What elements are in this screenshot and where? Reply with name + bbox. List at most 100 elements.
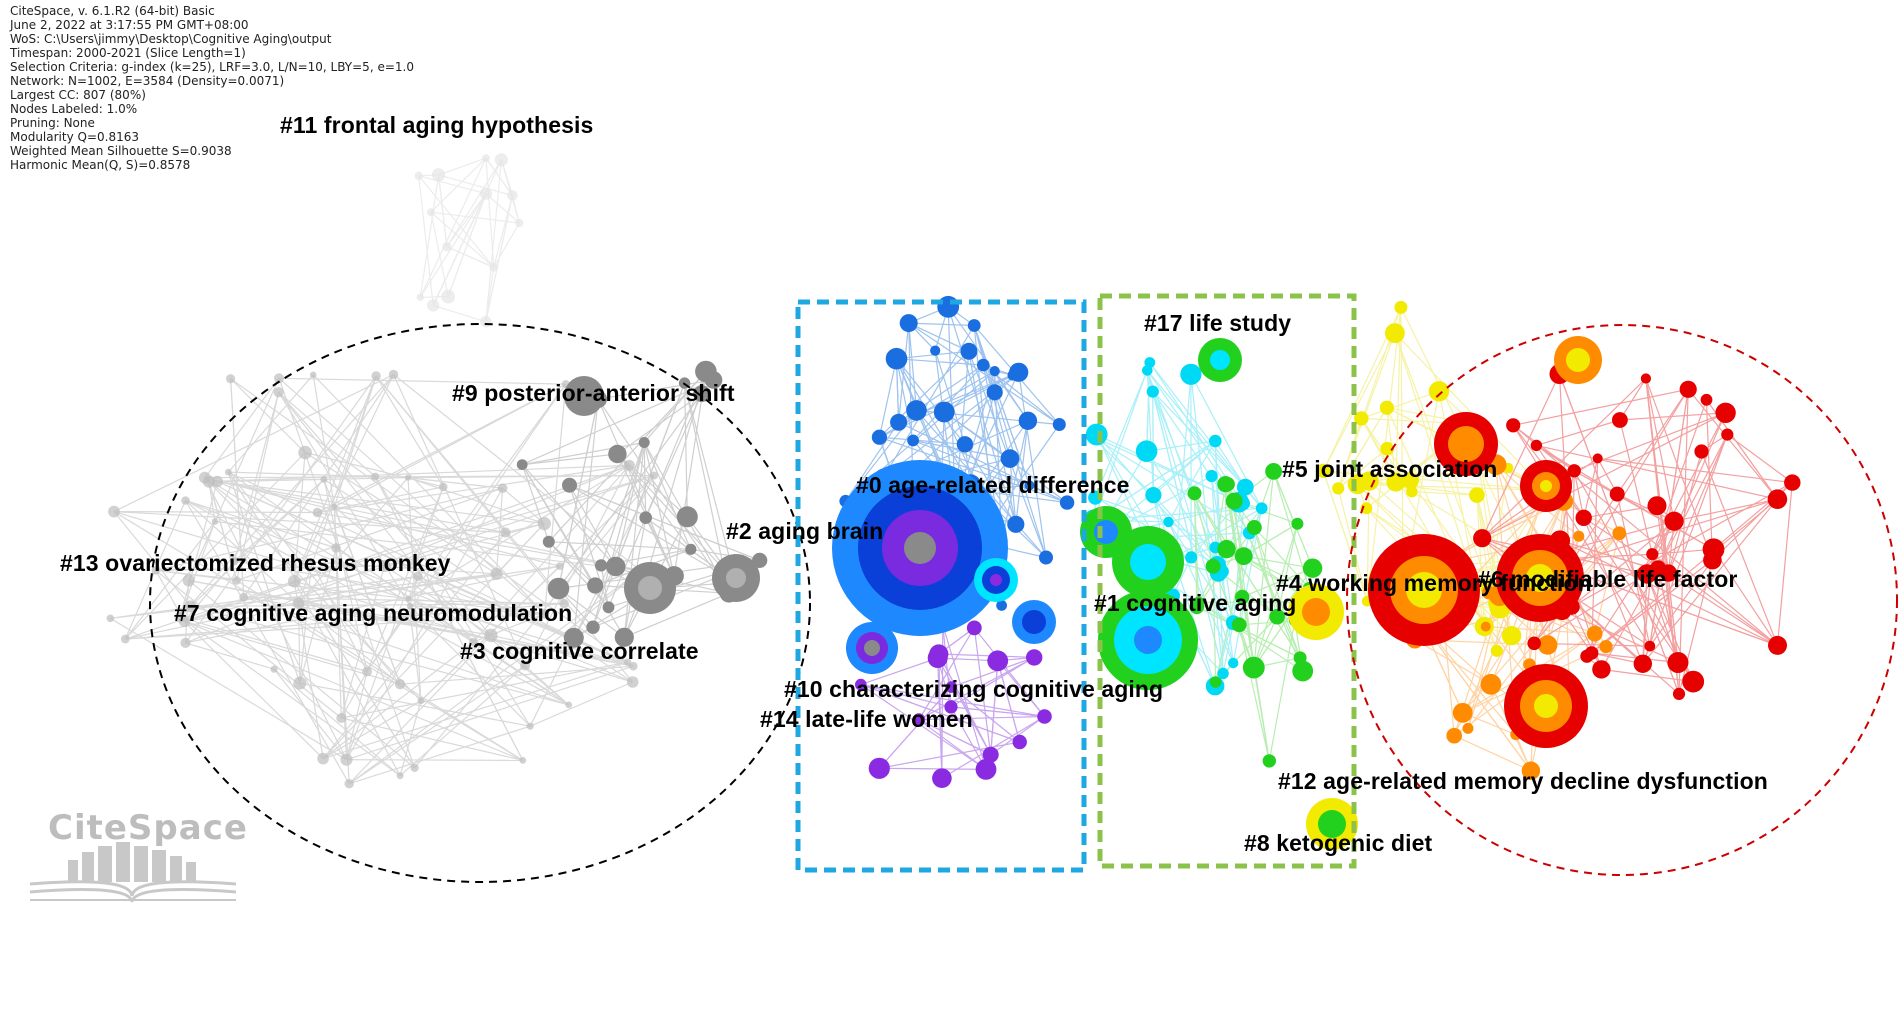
network-node[interactable] bbox=[273, 387, 284, 398]
network-node[interactable] bbox=[932, 768, 952, 788]
network-node[interactable] bbox=[623, 459, 635, 471]
network-node[interactable] bbox=[371, 472, 380, 481]
network-node[interactable] bbox=[388, 369, 399, 380]
network-node[interactable] bbox=[1682, 670, 1705, 693]
network-node[interactable] bbox=[1644, 640, 1656, 652]
network-node[interactable] bbox=[1537, 635, 1558, 655]
network-node[interactable] bbox=[405, 595, 412, 602]
network-node[interactable] bbox=[108, 505, 120, 518]
network-node[interactable] bbox=[526, 722, 534, 730]
network-node[interactable] bbox=[1052, 418, 1066, 431]
network-node[interactable] bbox=[1231, 617, 1247, 633]
network-node[interactable] bbox=[1380, 441, 1394, 456]
network-node[interactable] bbox=[1573, 530, 1585, 542]
cluster-label-11[interactable]: #11 frontal aging hypothesis bbox=[280, 112, 594, 138]
network-node[interactable] bbox=[1575, 509, 1592, 526]
network-node[interactable] bbox=[977, 358, 990, 372]
network-node[interactable] bbox=[431, 168, 446, 182]
network-node[interactable] bbox=[539, 609, 550, 619]
network-node[interactable] bbox=[1694, 444, 1709, 459]
network-node[interactable] bbox=[676, 506, 698, 528]
network-node[interactable] bbox=[982, 746, 999, 763]
network-node[interactable] bbox=[1650, 560, 1667, 577]
network-node[interactable] bbox=[542, 535, 555, 548]
hub-node-ring[interactable] bbox=[1130, 544, 1166, 580]
network-node[interactable] bbox=[624, 658, 632, 666]
network-node[interactable] bbox=[1768, 635, 1787, 655]
cluster-label-4[interactable]: #4 working memory function bbox=[1276, 570, 1592, 596]
hub-node-ring[interactable] bbox=[1210, 350, 1230, 370]
cluster-label-17[interactable]: #17 life study bbox=[1144, 310, 1292, 336]
network-node[interactable] bbox=[469, 637, 478, 647]
cluster-label-13[interactable]: #13 ovariectomized rhesus monkey bbox=[60, 550, 451, 576]
hub-node-ring[interactable] bbox=[1022, 610, 1046, 634]
network-node[interactable] bbox=[404, 474, 412, 481]
network-node[interactable] bbox=[1235, 589, 1250, 605]
network-node[interactable] bbox=[178, 615, 191, 627]
network-node[interactable] bbox=[930, 345, 941, 356]
hub-node-ring[interactable] bbox=[1448, 426, 1484, 462]
network-node[interactable] bbox=[1293, 651, 1307, 665]
network-node[interactable] bbox=[1291, 517, 1304, 530]
network-node[interactable] bbox=[595, 559, 608, 572]
hub-node-ring[interactable] bbox=[1534, 694, 1558, 718]
network-node[interactable] bbox=[1446, 727, 1462, 744]
network-node[interactable] bbox=[1490, 644, 1503, 657]
network-node[interactable] bbox=[1262, 754, 1277, 768]
network-node[interactable] bbox=[1228, 657, 1239, 669]
network-node[interactable] bbox=[442, 242, 452, 252]
network-node[interactable] bbox=[1018, 411, 1038, 430]
network-node[interactable] bbox=[1481, 585, 1496, 600]
network-node[interactable] bbox=[996, 600, 1007, 611]
hub-node-ring[interactable] bbox=[904, 532, 936, 564]
network-node[interactable] bbox=[912, 713, 926, 727]
cluster-label-5[interactable]: #5 joint association bbox=[1282, 456, 1498, 482]
network-node[interactable] bbox=[180, 637, 191, 649]
network-node[interactable] bbox=[500, 527, 511, 538]
network-node[interactable] bbox=[1205, 469, 1218, 483]
network-node[interactable] bbox=[1026, 649, 1043, 666]
network-node[interactable] bbox=[693, 385, 711, 403]
network-node[interactable] bbox=[1180, 363, 1202, 385]
network-node[interactable] bbox=[927, 648, 948, 668]
network-node[interactable] bbox=[331, 503, 338, 510]
network-node[interactable] bbox=[1469, 487, 1485, 503]
network-node[interactable] bbox=[1700, 393, 1713, 406]
network-node[interactable] bbox=[1012, 734, 1027, 750]
network-node[interactable] bbox=[704, 371, 723, 389]
network-node[interactable] bbox=[956, 436, 974, 453]
network-node[interactable] bbox=[1236, 478, 1254, 496]
network-node[interactable] bbox=[1715, 402, 1736, 423]
network-node[interactable] bbox=[1039, 550, 1053, 565]
network-node[interactable] bbox=[211, 518, 219, 525]
network-node[interactable] bbox=[1640, 373, 1651, 384]
network-node[interactable] bbox=[519, 757, 527, 764]
network-node[interactable] bbox=[967, 319, 981, 332]
network-node[interactable] bbox=[490, 567, 503, 580]
network-node[interactable] bbox=[239, 592, 249, 602]
network-node[interactable] bbox=[416, 293, 424, 301]
network-node[interactable] bbox=[1521, 761, 1541, 780]
network-node[interactable] bbox=[944, 700, 958, 714]
network-node[interactable] bbox=[1406, 486, 1418, 498]
network-node[interactable] bbox=[960, 342, 978, 360]
network-node[interactable] bbox=[441, 289, 455, 304]
network-node[interactable] bbox=[1255, 502, 1268, 515]
network-node[interactable] bbox=[484, 628, 498, 643]
network-node[interactable] bbox=[986, 384, 1003, 401]
network-node[interactable] bbox=[151, 566, 160, 575]
hub-node-ring[interactable] bbox=[564, 376, 604, 416]
hub-node-ring[interactable] bbox=[1566, 348, 1590, 372]
network-node[interactable] bbox=[586, 620, 600, 634]
network-node[interactable] bbox=[871, 429, 888, 445]
network-node[interactable] bbox=[1225, 492, 1243, 510]
network-node[interactable] bbox=[945, 681, 958, 693]
cluster-label-8[interactable]: #8 ketogenic diet bbox=[1244, 830, 1433, 856]
network-node[interactable] bbox=[331, 543, 341, 553]
network-node[interactable] bbox=[1599, 640, 1613, 654]
network-node[interactable] bbox=[1145, 487, 1162, 504]
network-node[interactable] bbox=[629, 661, 638, 671]
network-node[interactable] bbox=[394, 679, 406, 690]
network-node[interactable] bbox=[1612, 412, 1628, 428]
network-node[interactable] bbox=[120, 634, 130, 644]
